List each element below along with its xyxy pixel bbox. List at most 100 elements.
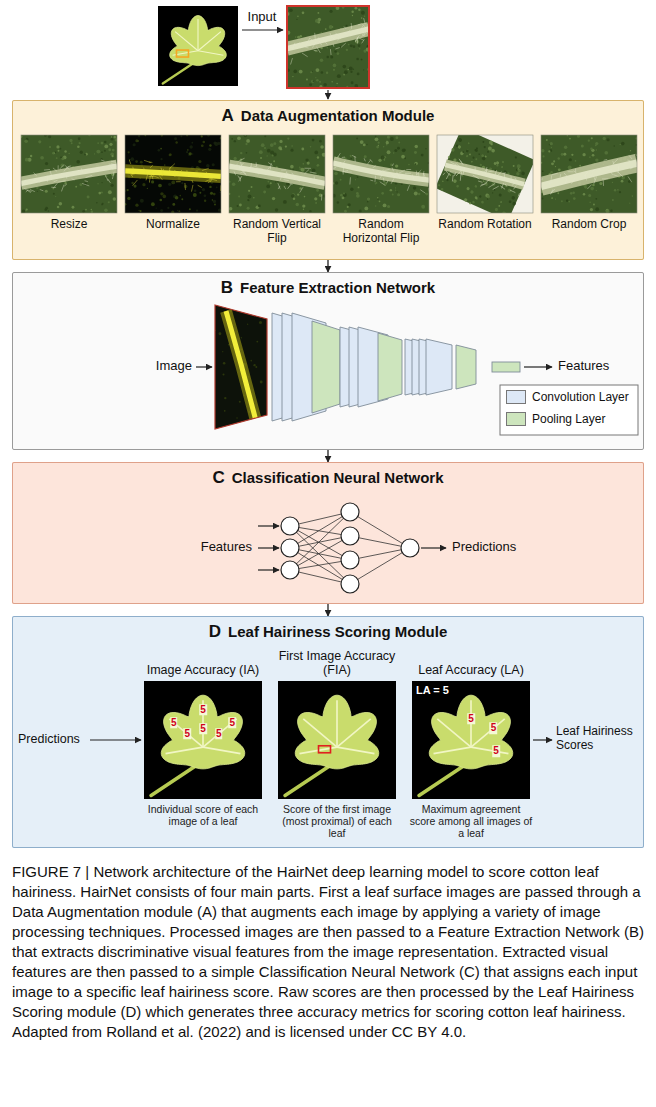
- augmentation-caption: Random Horizontal Flip: [333, 217, 429, 245]
- augmentation-caption: Random Rotation: [437, 217, 533, 231]
- flow-arrow: [90, 739, 141, 740]
- augmentation-tile: Resize: [21, 135, 117, 231]
- pooling-layer: [378, 333, 402, 401]
- tile-frame: [229, 135, 325, 213]
- panel-letter: D: [209, 622, 221, 642]
- flow-arrow: [327, 90, 328, 99]
- leaf-surface-image: [125, 135, 221, 213]
- leaf-surface-image: [437, 135, 533, 213]
- score-number: 5: [170, 717, 178, 729]
- module-panel: C Classification Neural Network: [12, 462, 644, 604]
- panel-letter: A: [222, 106, 234, 126]
- output-label: Predictions: [452, 540, 516, 555]
- flow-arrow: [533, 739, 552, 740]
- score-number: 5: [490, 722, 498, 734]
- first-image-marker: [319, 746, 331, 753]
- augmentation-tile: Random Rotation: [437, 135, 533, 231]
- tile-frame: [333, 135, 429, 213]
- panel-title: Feature Extraction Network: [240, 279, 435, 296]
- flow-arrow: [327, 450, 328, 462]
- scored-leaf-image: [144, 681, 262, 799]
- metric-heading: Image Accuracy (IA): [147, 663, 260, 677]
- panel-letter: C: [212, 468, 224, 488]
- panel-title: Classification Neural Network: [232, 469, 444, 486]
- score-number: 5: [215, 728, 223, 740]
- pooling-layer: [456, 345, 476, 389]
- legend-row: Pooling Layer: [506, 412, 605, 426]
- network-link: [350, 548, 410, 584]
- input-label: Predictions: [18, 732, 80, 746]
- leaf-surface-image: [333, 135, 429, 213]
- score-number: 5: [199, 723, 207, 735]
- zoom-frame: [287, 6, 369, 88]
- legend-swatch: [506, 390, 526, 404]
- panel-fill: [12, 616, 644, 848]
- legend-box: [500, 385, 638, 435]
- network-link: [290, 512, 350, 548]
- augmentation-caption: Random Crop: [541, 217, 637, 231]
- legend-text: Pooling Layer: [532, 412, 605, 426]
- metric-heading: Leaf Accuracy (LA): [418, 663, 524, 677]
- flow-arrow: [327, 260, 328, 272]
- metric-description: Maximum agreement score among all images…: [409, 803, 533, 839]
- tile-frame: [541, 135, 637, 213]
- input-label: Input: [237, 10, 287, 25]
- augmentation-caption: Random Vertical Flip: [229, 217, 325, 245]
- neuron: [281, 517, 299, 535]
- input-label: Image: [136, 359, 192, 374]
- metric-panel: Image Accuracy (IA) Individual score of e…: [141, 647, 265, 827]
- flow-arrow: [421, 547, 446, 548]
- pooling-layer: [312, 321, 340, 413]
- augmentation-tile: Random Crop: [541, 135, 637, 231]
- neuron: [281, 561, 299, 579]
- flow-arrow: [242, 29, 283, 30]
- leaf-surface-image: [287, 6, 369, 88]
- tile-frame: [21, 135, 117, 213]
- scored-leaf-image: [412, 681, 530, 799]
- neuron: [341, 527, 359, 545]
- module-panel: A Data Augmentation ModuleResize Normalize…: [12, 100, 644, 260]
- augmentation-tile: Random Vertical Flip: [229, 135, 325, 245]
- score-number: 5: [228, 717, 236, 729]
- neuron: [281, 539, 299, 557]
- leaf-surface-image: [229, 135, 325, 213]
- metric-description: Individual score of each image of a leaf: [141, 803, 265, 827]
- flow-arrow: [258, 569, 279, 570]
- legend-row: Convolution Layer: [506, 390, 629, 404]
- sample-marker: [176, 50, 188, 57]
- metric-panel: Leaf Accuracy (LA) Maximum agreement scor…: [409, 647, 533, 839]
- flow-arrow: [258, 547, 279, 548]
- panel-letter: B: [221, 278, 233, 298]
- metric-panel: First Image Accuracy (FIA) Score of the f…: [275, 647, 399, 839]
- neuron: [341, 551, 359, 569]
- score-number: 5: [492, 746, 500, 758]
- flow-arrow: [524, 366, 552, 367]
- score-number: 5: [467, 713, 475, 725]
- panel-title: Data Augmentation Module: [241, 107, 435, 124]
- score-number: 5: [199, 704, 207, 716]
- flow-arrow: [258, 525, 279, 526]
- network-link: [350, 512, 410, 548]
- legend-swatch: [506, 412, 526, 426]
- flow-arrow: [196, 366, 212, 367]
- flow-arrow: [327, 604, 328, 616]
- panel-fill: [12, 100, 644, 260]
- metric-heading: First Image Accuracy (FIA): [275, 649, 399, 677]
- neuron: [341, 575, 359, 593]
- tile-frame: [437, 135, 533, 213]
- augmentation-caption: Resize: [21, 217, 117, 231]
- convolution-layer: [426, 339, 452, 395]
- score-label: LA = 5: [415, 684, 450, 697]
- legend-text: Convolution Layer: [532, 390, 629, 404]
- neuron: [401, 539, 419, 557]
- output-label: Features: [558, 359, 609, 374]
- panel-fill: [12, 462, 644, 604]
- panel-title: Leaf Hairiness Scoring Module: [228, 623, 447, 640]
- augmentation-caption: Normalize: [125, 217, 221, 231]
- cotton-leaf-image: [158, 6, 238, 86]
- metric-description: Score of the first image (most proximal)…: [275, 803, 399, 839]
- augmentation-tile: Normalize: [125, 135, 221, 231]
- feature-vector: [492, 362, 520, 372]
